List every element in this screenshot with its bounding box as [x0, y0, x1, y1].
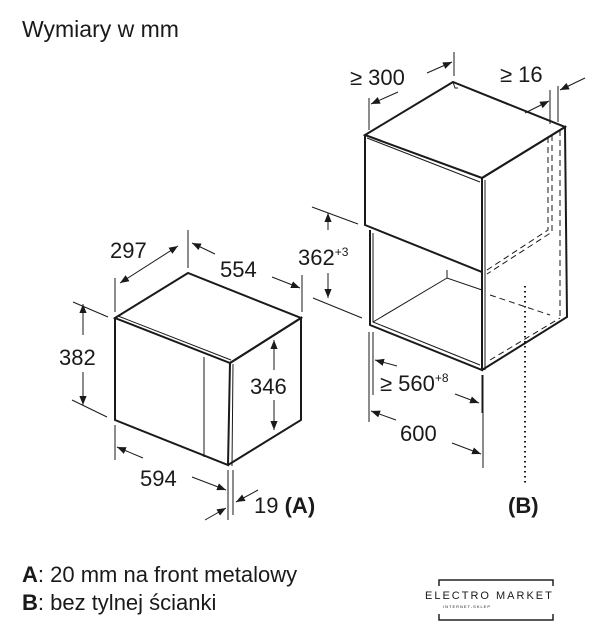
front-thickness-label: 19	[254, 493, 278, 518]
cabinet-width-label: 600	[400, 421, 437, 446]
logo-sub: INTERNET-SKLEP	[443, 604, 492, 609]
niche-width-tolerance: +8	[435, 371, 449, 385]
note-b: B: bez tylnej ścianki	[22, 590, 216, 616]
note-a-text: : 20 mm na front metalowy	[37, 562, 298, 587]
svg-text:19 (A): 19 (A)	[254, 493, 315, 518]
microwave-depth-label: 297	[110, 238, 147, 263]
note-ref-b: (B)	[508, 493, 539, 518]
note-a: A: 20 mm na front metalowy	[22, 562, 297, 588]
note-ref-a: (A)	[285, 493, 316, 518]
cabinet-drawing: ≥ 300 ≥ 16 362+3 ≥ 560+8 600 (B)	[298, 52, 586, 518]
note-b-key: B	[22, 590, 38, 615]
microwave-inner-height-label: 346	[250, 374, 287, 399]
microwave-height-label: 382	[59, 345, 96, 370]
niche-width-label: ≥ 560	[380, 371, 435, 396]
svg-text:362+3: 362+3	[298, 245, 349, 270]
gap-label: ≥ 16	[500, 62, 543, 87]
electro-market-logo: ELECTRO MARKET INTERNET-SKLEP	[425, 578, 555, 624]
svg-text:≥ 560+8: ≥ 560+8	[380, 371, 449, 396]
microwave-side-depth-label: 554	[220, 257, 257, 282]
niche-height-label: 362	[298, 245, 335, 270]
note-a-key: A	[22, 562, 38, 587]
logo-name: ELECTRO MARKET	[425, 590, 554, 602]
microwave-drawing: 297 554 382 346 594 19 (A)	[59, 230, 315, 521]
microwave-width-label: 594	[140, 466, 177, 491]
niche-height-tolerance: +3	[335, 245, 349, 259]
note-b-text: : bez tylnej ścianki	[37, 590, 217, 615]
cabinet-depth-label: ≥ 300	[350, 65, 405, 90]
page-title: Wymiary w mm	[22, 16, 179, 42]
